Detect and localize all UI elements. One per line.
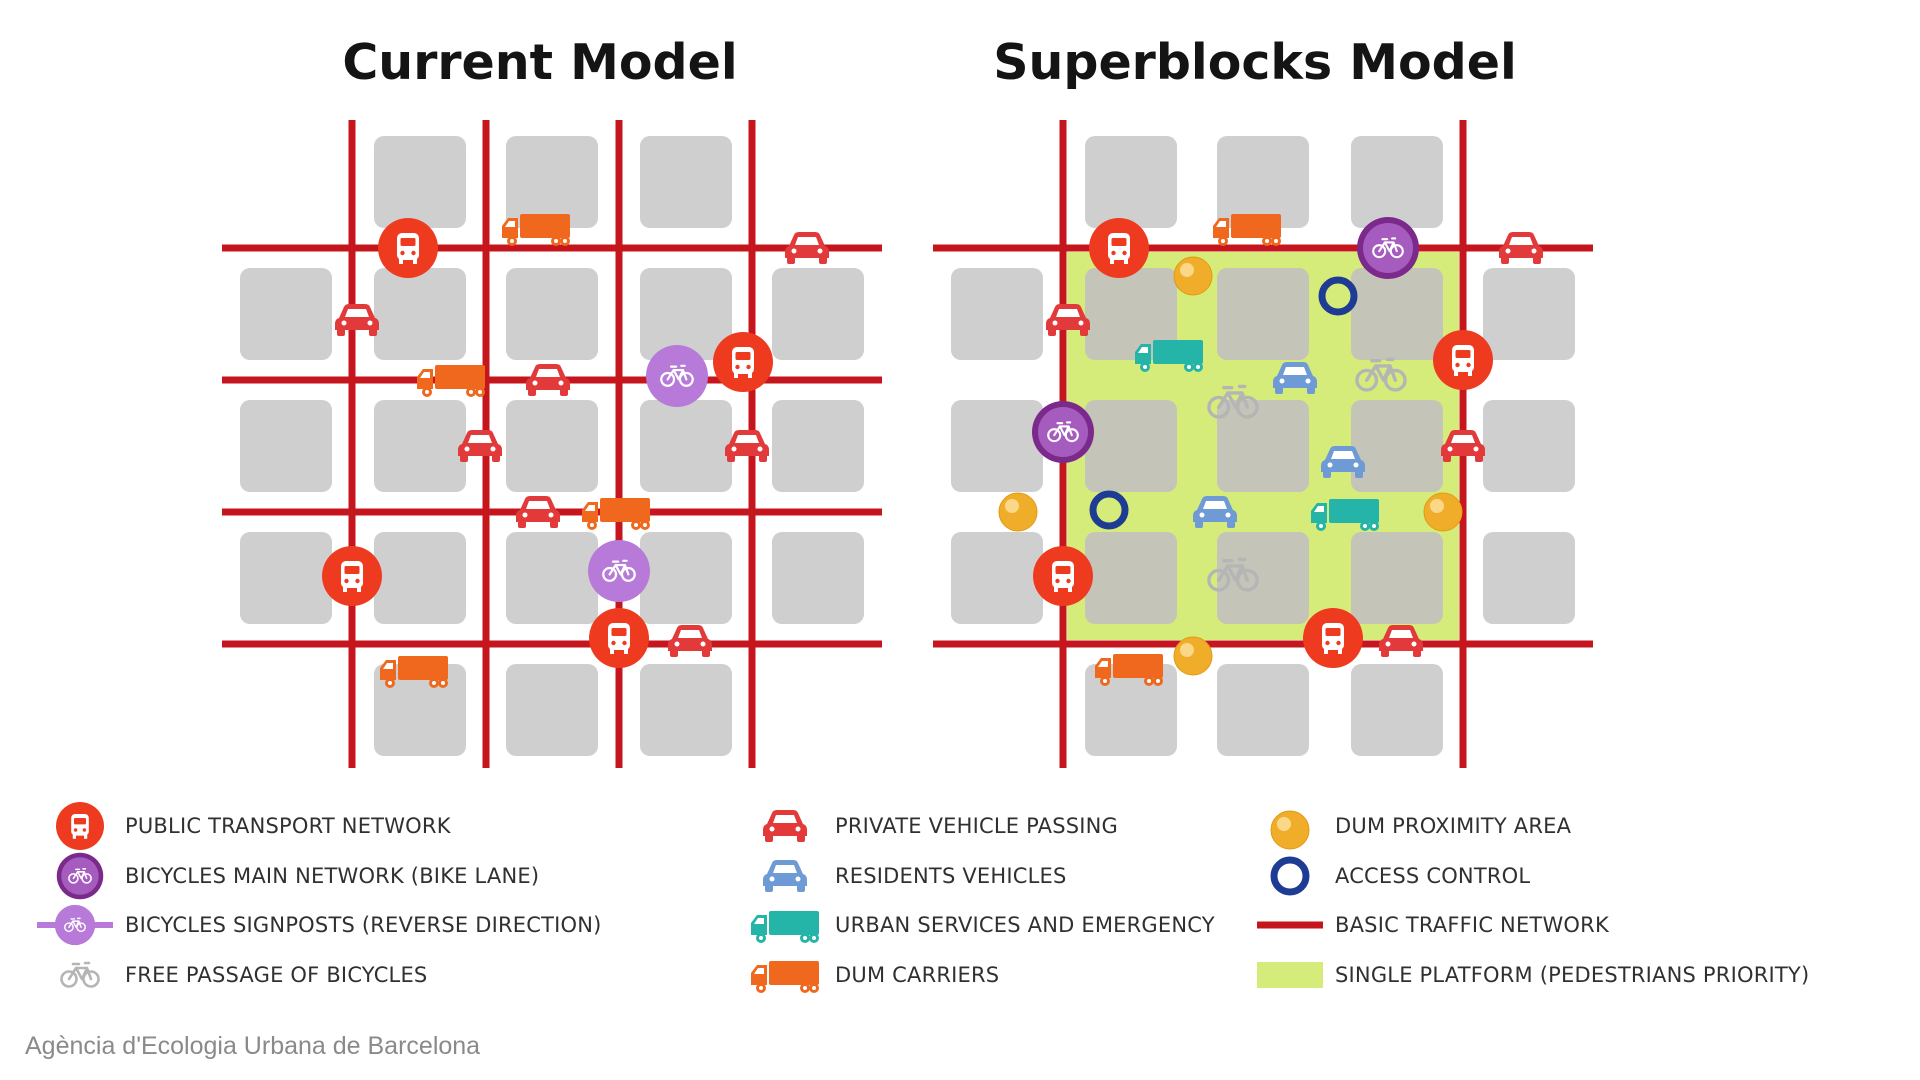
legend-label: FREE PASSAGE OF BICYCLES xyxy=(125,963,428,987)
dot-icon xyxy=(1423,492,1463,532)
bus-icon xyxy=(589,608,649,668)
bus-icon xyxy=(1033,546,1093,606)
legend-bike-main: BICYCLES MAIN NETWORK (BIKE LANE) xyxy=(45,856,539,896)
legend-single-platform: SINGLE PLATFORM (PEDESTRIANS PRIORITY) xyxy=(1255,955,1809,995)
legend-label: SINGLE PLATFORM (PEDESTRIANS PRIORITY) xyxy=(1335,963,1810,987)
city-blocks xyxy=(240,136,864,756)
truck-icon xyxy=(1213,214,1281,246)
legend-bike-signposts: BICYCLES SIGNPOSTS (REVERSE DIRECTION) xyxy=(35,905,602,945)
source-credit: Agència d'Ecologia Urbana de Barcelona xyxy=(25,1032,481,1060)
current-model-diagram xyxy=(222,120,882,768)
dot-icon xyxy=(1270,810,1310,850)
legend-label: URBAN SERVICES AND EMERGENCY xyxy=(835,913,1215,937)
bus-circle-icon xyxy=(56,802,104,850)
dot-icon xyxy=(1173,636,1213,676)
car-icon xyxy=(785,232,829,264)
truck-icon xyxy=(745,900,825,950)
superblocks-model-diagram xyxy=(933,120,1593,768)
bicycle-circle-icon xyxy=(45,851,115,901)
ring-icon xyxy=(1255,851,1325,901)
truck-icon xyxy=(502,214,570,246)
truck-icon xyxy=(745,950,825,1000)
car-icon xyxy=(1499,232,1543,264)
swatch-icon xyxy=(1257,962,1323,988)
legend-access-control: ACCESS CONTROL xyxy=(1255,856,1530,896)
legend-label: BICYCLES MAIN NETWORK (BIKE LANE) xyxy=(125,864,540,888)
bicycle-signpost-icon xyxy=(646,345,708,407)
city-blocks xyxy=(951,136,1575,756)
legend-label: DUM CARRIERS xyxy=(835,963,1000,987)
bus-icon xyxy=(713,332,773,392)
bicycle-main-icon xyxy=(1357,217,1419,279)
legend-label: PRIVATE VEHICLE PASSING xyxy=(835,814,1119,838)
bus-icon xyxy=(378,218,438,278)
legend-dum-carriers: DUM CARRIERS xyxy=(745,955,999,995)
legend-free-bike: FREE PASSAGE OF BICYCLES xyxy=(45,955,427,995)
legend-label: BASIC TRAFFIC NETWORK xyxy=(1335,913,1609,937)
bicycle-signpost-icon xyxy=(37,900,113,950)
legend-label: RESIDENTS VEHICLES xyxy=(835,864,1067,888)
current-model-title: Current Model xyxy=(342,34,738,91)
single-platform xyxy=(1067,252,1459,640)
dot-icon xyxy=(998,492,1038,532)
bus-icon xyxy=(322,546,382,606)
dot-icon xyxy=(1173,256,1213,296)
bus-icon xyxy=(1303,608,1363,668)
bicycle-main-icon xyxy=(1032,401,1094,463)
legend-label: DUM PROXIMITY AREA xyxy=(1335,814,1572,838)
legend-residents: RESIDENTS VEHICLES xyxy=(745,856,1067,896)
car-icon xyxy=(335,304,379,336)
legend-label: BICYCLES SIGNPOSTS (REVERSE DIRECTION) xyxy=(125,913,602,937)
legend-dum-area: DUM PROXIMITY AREA xyxy=(1255,806,1572,850)
legend-label: ACCESS CONTROL xyxy=(1335,864,1531,888)
bus-icon xyxy=(1433,330,1493,390)
bus-icon xyxy=(1089,218,1149,278)
legend-public-transport: PUBLIC TRANSPORT NETWORK xyxy=(45,802,451,850)
legend-urban-services: URBAN SERVICES AND EMERGENCY xyxy=(745,905,1215,945)
car-icon xyxy=(745,801,825,851)
legend-basic-traffic: BASIC TRAFFIC NETWORK xyxy=(1255,905,1609,945)
car-icon xyxy=(745,851,825,901)
superblocks-model-title: Superblocks Model xyxy=(993,34,1517,91)
line-icon xyxy=(1257,921,1323,929)
legend-label: PUBLIC TRANSPORT NETWORK xyxy=(125,814,451,838)
car-icon xyxy=(526,364,570,396)
bicycle-signpost-icon xyxy=(588,540,650,602)
car-icon xyxy=(668,625,712,657)
legend-private-vehicle: PRIVATE VEHICLE PASSING xyxy=(745,806,1118,846)
truck-icon xyxy=(417,365,485,397)
bicycle-outline-icon xyxy=(60,961,100,988)
car-icon xyxy=(516,496,560,528)
